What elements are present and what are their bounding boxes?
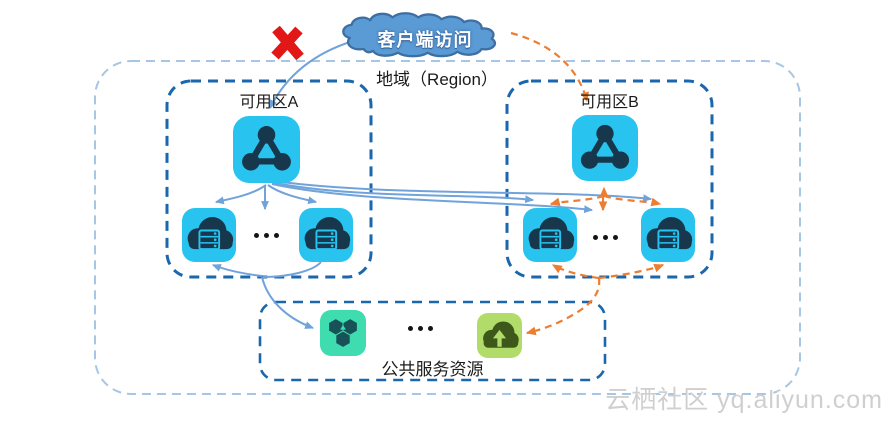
load-balancer-glyph xyxy=(242,126,291,171)
ecs-icon-zone-b-2 xyxy=(641,208,695,262)
client-cloud-label: 客户端访问 xyxy=(377,30,473,50)
arrow-public-to-server-b1 xyxy=(551,264,600,280)
arrow-slb-b-to-server-b1 xyxy=(549,194,605,207)
arrow-slb-a-to-server-a1 xyxy=(214,184,267,205)
arrow-servers-b-to-cloud-service xyxy=(525,277,601,336)
arrow-slb-a-to-server-b2 xyxy=(273,180,653,203)
ecs-icon-zone-a-2 xyxy=(299,208,353,262)
arrow-slb-b-to-server-b2 xyxy=(603,194,662,207)
ecs-icon-zone-a-1 xyxy=(182,208,236,262)
ellipsis-dots-zone-a xyxy=(254,233,279,238)
arrow-servers-a-to-oss xyxy=(261,276,315,329)
watermark: 云栖社区 yq.aliyun.com xyxy=(605,386,883,414)
arrow-slb-a-to-server-b1 xyxy=(270,181,535,204)
arrow-client-to-slb-b xyxy=(510,31,589,103)
region-label: 地域（Region） xyxy=(376,70,498,89)
object-storage-glyph xyxy=(329,319,357,347)
public-services-box xyxy=(258,300,607,382)
zone-b-label: 可用区B xyxy=(580,94,639,111)
cloud-server-glyph xyxy=(187,217,234,251)
ellipsis-dots-zone-b xyxy=(593,235,618,240)
region-box xyxy=(94,60,801,395)
client-cloud xyxy=(342,12,497,58)
arrow-public-to-server-b2 xyxy=(598,263,665,280)
public-services-label: 公共服务资源 xyxy=(381,360,484,379)
zone-a-label: 可用区A xyxy=(239,94,299,111)
line-server-a2-to-merge xyxy=(262,261,322,278)
red-x-blocked-icon xyxy=(271,26,304,60)
cloud-server-glyph xyxy=(304,217,351,251)
cloud-upload-glyph xyxy=(483,321,519,348)
ellipsis-dots-public xyxy=(408,326,433,331)
zone-a-box xyxy=(165,79,373,279)
oss-icon xyxy=(320,310,366,356)
cloud-server-glyph xyxy=(646,217,693,251)
arrow-public-to-server-a1 xyxy=(211,264,263,277)
cloud-server-glyph xyxy=(528,217,575,251)
ecs-icon-zone-b-1 xyxy=(523,208,577,262)
slb-icon-zone-b xyxy=(572,115,638,181)
load-balancer-glyph xyxy=(580,124,630,169)
cloud-upload-icon xyxy=(477,313,522,358)
arrow-slb-a-to-server-a2 xyxy=(267,184,318,205)
slb-icon-zone-a xyxy=(233,116,300,183)
arrow-slb-a-to-ellipsis-b xyxy=(271,183,594,214)
arrow-client-to-slb-a xyxy=(269,40,354,110)
zone-b-box xyxy=(505,79,714,279)
